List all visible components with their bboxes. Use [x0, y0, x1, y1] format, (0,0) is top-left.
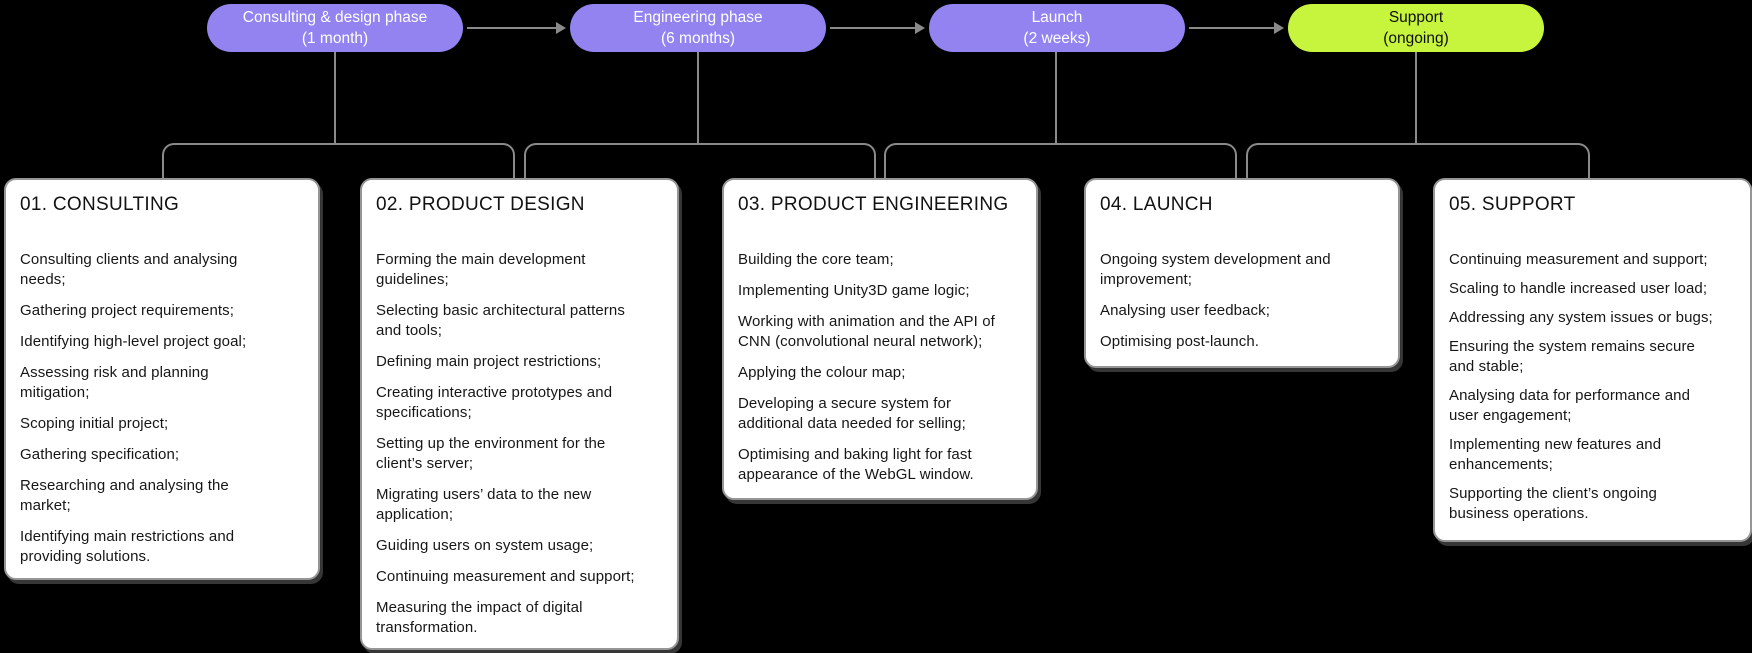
- card-title: 01. CONSULTING: [20, 194, 180, 215]
- connector-bracket: [1246, 143, 1590, 178]
- connector-bracket: [162, 143, 515, 178]
- card-item: Analysing user feedback;: [1100, 302, 1270, 319]
- card-item: Building the core team;: [738, 251, 894, 268]
- phase-label: Engineering phase: [633, 9, 763, 26]
- card-item: Setting up the environment for the clien…: [376, 435, 606, 472]
- card-title: 04. LAUNCH: [1100, 194, 1213, 215]
- card-item: Migrating users’ data to the new applica…: [376, 486, 592, 523]
- card-item: Implementing Unity3D game logic;: [738, 282, 970, 299]
- card-title: 02. PRODUCT DESIGN: [376, 194, 585, 215]
- phase-duration: (1 month): [301, 30, 369, 47]
- card-item: Supporting the client’s ongoing business…: [1449, 485, 1657, 522]
- phase-pill-consulting-design: Consulting & design phase (1 month): [207, 4, 463, 52]
- card-product-engineering: 03. PRODUCT ENGINEERING Building the cor…: [722, 178, 1038, 500]
- card-item: Implementing new features and enhancemen…: [1449, 436, 1662, 473]
- phase-pill-engineering: Engineering phase (6 months): [570, 4, 826, 52]
- card-item: Continuing measurement and support;: [376, 568, 635, 585]
- card-item: Optimising and baking light for fast app…: [738, 446, 974, 483]
- card-title: 05. SUPPORT: [1449, 194, 1576, 215]
- phase-duration: (ongoing): [1383, 30, 1449, 47]
- phase-label: Consulting & design phase: [242, 9, 428, 26]
- card-item: Defining main project restrictions;: [376, 353, 602, 370]
- card-item: Identifying main restrictions and provid…: [20, 528, 235, 565]
- card-launch: 04. LAUNCH Ongoing system development an…: [1084, 178, 1400, 368]
- card-item: Gathering specification;: [20, 446, 180, 463]
- card-item: Gathering project requirements;: [20, 302, 235, 319]
- card-item: Ensuring the system remains secure and s…: [1449, 338, 1695, 375]
- card-item: Creating interactive prototypes and spec…: [376, 384, 613, 421]
- card-item: Forming the main development guidelines;: [376, 251, 586, 288]
- phase-duration: (6 months): [660, 30, 736, 47]
- card-item: Working with animation and the API of CN…: [738, 313, 995, 350]
- card-item: Consulting clients and analysing needs;: [20, 251, 238, 288]
- phase-duration: (2 weeks): [1023, 30, 1091, 47]
- card-item: Scaling to handle increased user load;: [1449, 280, 1708, 297]
- connector-line: [1415, 52, 1417, 143]
- arrow-right-icon: [1189, 22, 1284, 34]
- card-consulting: 01. CONSULTING Consulting clients and an…: [4, 178, 320, 580]
- phase-pill-support: Support (ongoing): [1288, 4, 1544, 52]
- card-item: Applying the colour map;: [738, 364, 906, 381]
- card-item: Measuring the impact of digital transfor…: [376, 599, 583, 636]
- card-item: Ongoing system development and improveme…: [1100, 251, 1331, 288]
- phase-label: Launch: [1031, 9, 1083, 26]
- card-item: Optimising post-launch.: [1100, 333, 1260, 350]
- card-support: 05. SUPPORT Continuing measurement and s…: [1433, 178, 1752, 542]
- card-item: Researching and analysing the market;: [20, 477, 229, 514]
- card-item: Identifying high-level project goal;: [20, 333, 247, 350]
- phase-label: Support: [1388, 9, 1444, 26]
- connector-bracket: [524, 143, 876, 178]
- connector-line: [334, 52, 336, 143]
- card-item: Continuing measurement and support;: [1449, 251, 1708, 268]
- card-item: Assessing risk and planning mitigation;: [20, 364, 209, 401]
- card-item: Guiding users on system usage;: [376, 537, 594, 554]
- card-item: Developing a secure system for additiona…: [738, 395, 966, 432]
- arrow-right-icon: [830, 22, 925, 34]
- connector-bracket: [884, 143, 1237, 178]
- card-item: Scoping initial project;: [20, 415, 169, 432]
- card-title: 03. PRODUCT ENGINEERING: [738, 194, 1009, 215]
- card-item: Analysing data for performance and user …: [1449, 387, 1691, 424]
- connector-line: [1055, 52, 1057, 143]
- phase-pill-launch: Launch (2 weeks): [929, 4, 1185, 52]
- card-item: Selecting basic architectural patterns a…: [376, 302, 625, 339]
- card-product-design: 02. PRODUCT DESIGN Forming the main deve…: [360, 178, 679, 650]
- card-item: Addressing any system issues or bugs;: [1449, 309, 1713, 326]
- connector-line: [697, 52, 699, 143]
- arrow-right-icon: [467, 22, 566, 34]
